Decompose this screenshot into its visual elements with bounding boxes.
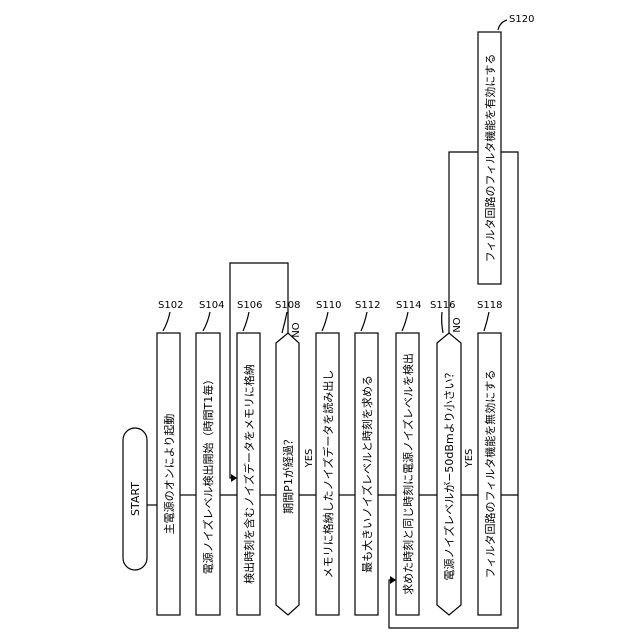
step-s108-text: 期間P1が経過？ [281,434,295,514]
s108-no-label: NO [291,322,302,337]
step-s108-id: S108 [275,300,300,311]
step-s104-text: 電源ノイズレベル検出開始（時間T1毎） [201,374,215,574]
arrow-loop-s114 [390,576,396,584]
step-s102-id: S102 [158,300,183,311]
step-s104-leader [203,312,210,331]
step-s120-leader [498,20,507,30]
step-s118-text: フィルタ回路のフィルタ機能を無効にする [483,370,497,579]
step-s110-leader [322,312,328,331]
step-s106-text: 検出時刻を含むノイズデータをメモリに格納 [242,364,256,584]
step-s110-id: S110 [316,300,341,311]
start-label: START [129,482,142,516]
step-s116-leader [442,312,443,333]
step-s114-leader [402,312,408,331]
step-s116-id: S116 [430,300,455,311]
step-s114-text: 求めた時刻と同じ時刻に電源ノイズレベルを検出 [401,353,415,595]
step-s104-id: S104 [199,300,224,311]
step-s112-id: S112 [355,300,380,311]
step-s120-text: フィルタ回路のフィルタ機能を有効にする [483,54,497,263]
step-s108-leader [282,312,287,333]
arrow-s108-no [231,474,237,482]
step-s118-leader [484,312,489,331]
step-s106-leader [243,312,249,331]
step-s102-leader [163,312,170,331]
step-s118-id: S118 [477,300,502,311]
s116-yes-label: YES [464,449,475,469]
step-s110-text: メモリに格納したノイズデータを読み出し [321,370,335,579]
step-s116-text: 電源ノイズレベルが−50dBmより小さい？ [442,368,456,581]
s116-no-label: NO [452,317,463,332]
step-s112-text: 最も大きいノイズレベルと時刻を求める [360,375,374,573]
step-s120-id: S120 [509,14,534,25]
step-s106-id: S106 [237,300,262,311]
s108-yes-label: YES [304,449,315,469]
step-s112-leader [361,312,367,331]
step-s114-id: S114 [396,300,421,311]
step-s102-text: 主電源のオンにより起動 [162,414,176,535]
